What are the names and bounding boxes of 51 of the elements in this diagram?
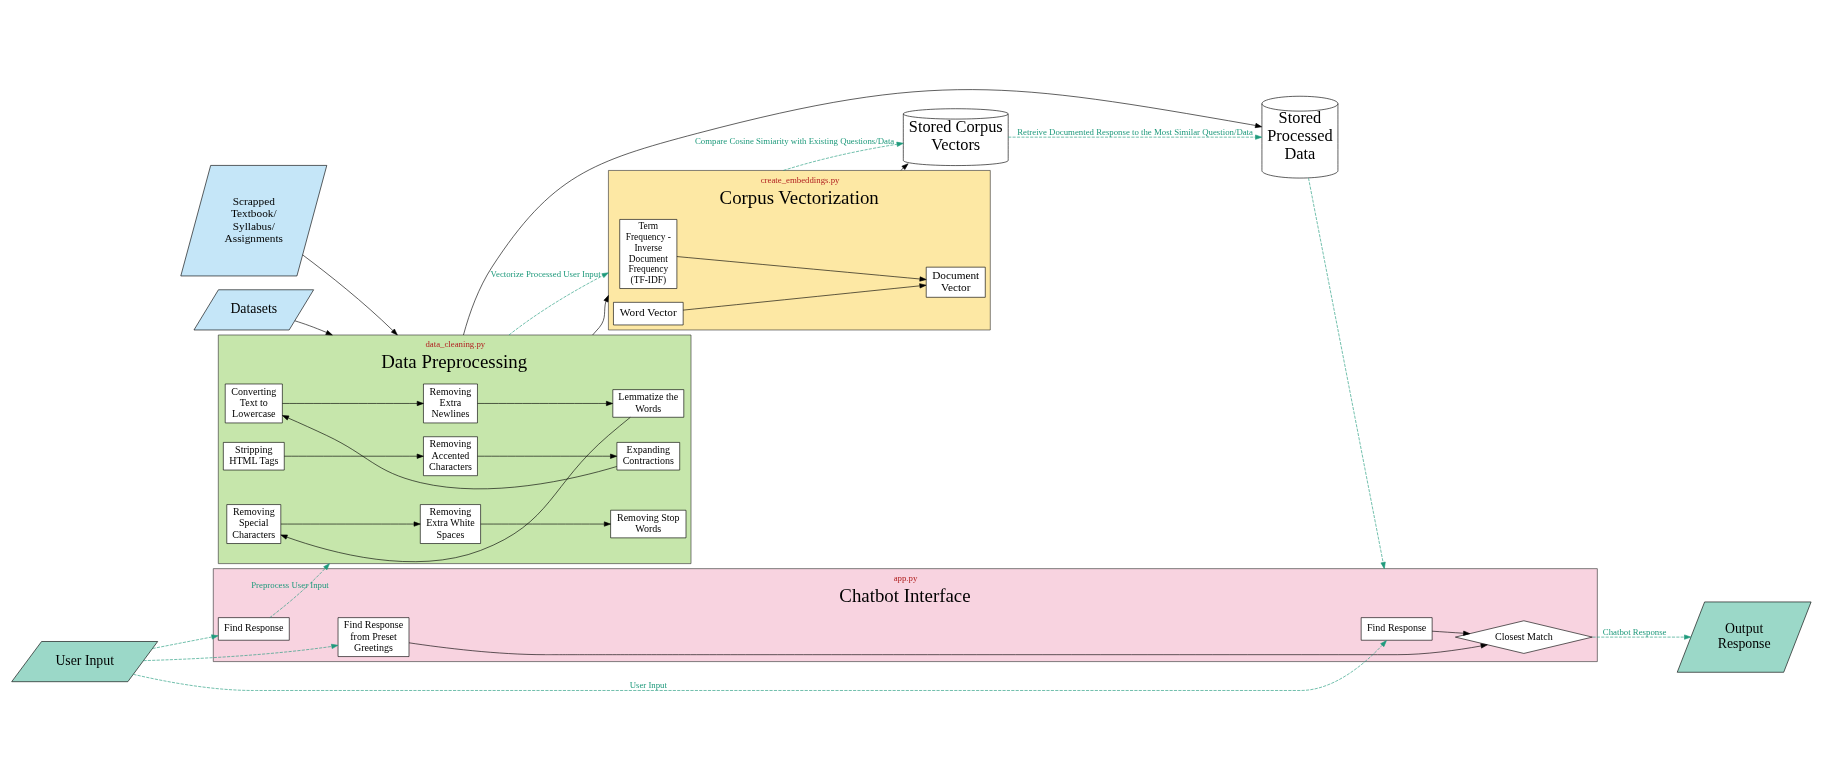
node-box: Find Response (218, 616, 290, 641)
arrow (133, 639, 1387, 691)
arrow (463, 88, 1262, 335)
edge-label: Compare Cosine Simiarity with Existing Questions/Data (695, 135, 895, 146)
arrow (676, 255, 927, 281)
node-box: Removing Accented Characters (423, 435, 478, 476)
arrow (269, 562, 330, 618)
arrow (477, 453, 618, 459)
node-box: Find Response from Preset Greetings (337, 616, 410, 657)
node-label: data_cleaning.py (425, 338, 486, 349)
arrow (1592, 634, 1692, 640)
node-box: Expanding Contractions (616, 441, 681, 470)
arrow (280, 521, 421, 527)
node-box: Converting Text to Lowercase (224, 383, 283, 423)
arrow (1308, 177, 1386, 569)
node-box: Removing Extra Newlines (423, 383, 478, 423)
arrow (143, 643, 339, 661)
arrow (480, 521, 611, 527)
edge-label: Preprocess User Input (251, 579, 329, 590)
arrow (284, 453, 424, 459)
node-diamond: Closest Match (1455, 619, 1593, 654)
arrow (682, 282, 927, 310)
node-label: app.py (893, 572, 918, 583)
node-box: Stripping HTML Tags (223, 441, 285, 470)
node-box: Word Vector (613, 301, 684, 325)
edge-label: User Input (629, 679, 667, 690)
arrow (1431, 630, 1471, 636)
arrow (282, 414, 618, 489)
arrow (1007, 134, 1263, 140)
arrow (152, 634, 219, 649)
arrow (282, 400, 424, 406)
node-box: Term Frequency - Inverse Document Frequency (TF-IDF) (619, 218, 678, 289)
arrow (783, 141, 904, 171)
node-label: create_embeddings.py (760, 174, 840, 184)
node-box: Removing Extra White Spaces (420, 503, 481, 544)
arrow (592, 294, 609, 335)
node-box: Find Response (1360, 616, 1433, 641)
edge-label: Chatbot Response (1602, 626, 1667, 637)
arrow (477, 400, 613, 406)
node-box: Document Vector (925, 266, 986, 298)
node-box: Removing Special Characters (226, 503, 282, 544)
arrow (900, 162, 909, 171)
arrow (294, 319, 333, 335)
arrow (280, 416, 631, 562)
edge-label: Retreive Documented Response to the Most Similar Question/Data (1017, 126, 1253, 137)
node-box: Lemmatize the Words (612, 388, 685, 418)
arrow (302, 254, 398, 335)
node-box: Removing Stop Words (610, 509, 687, 538)
arrow (408, 642, 1488, 655)
edge-label: Vectorize Processed User Input (490, 268, 601, 279)
arrow (508, 271, 609, 335)
